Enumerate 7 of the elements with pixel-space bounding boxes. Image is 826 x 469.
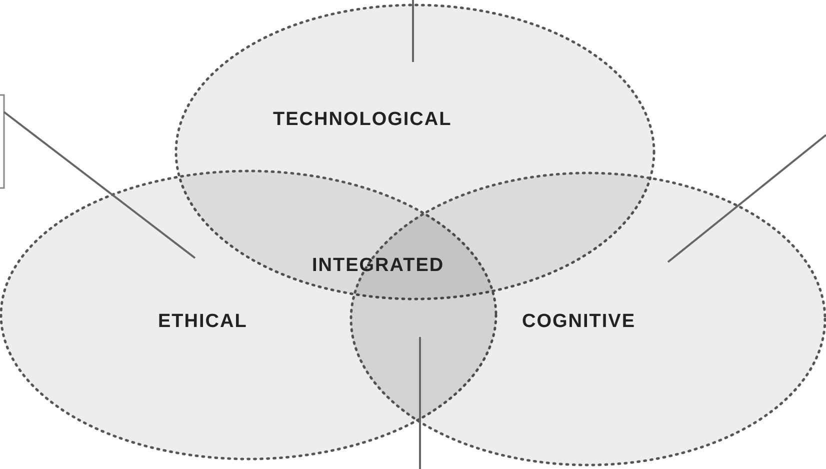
- region-label: COGNITIVE: [522, 311, 636, 333]
- leader-line: [412, 0, 414, 62]
- region-label: ETHICAL: [158, 311, 248, 333]
- leader-line: [3, 111, 196, 259]
- region-label: TECHNOLOGICAL: [273, 109, 452, 131]
- region-label: INTEGRATED: [312, 255, 444, 277]
- leader-line: [667, 134, 826, 263]
